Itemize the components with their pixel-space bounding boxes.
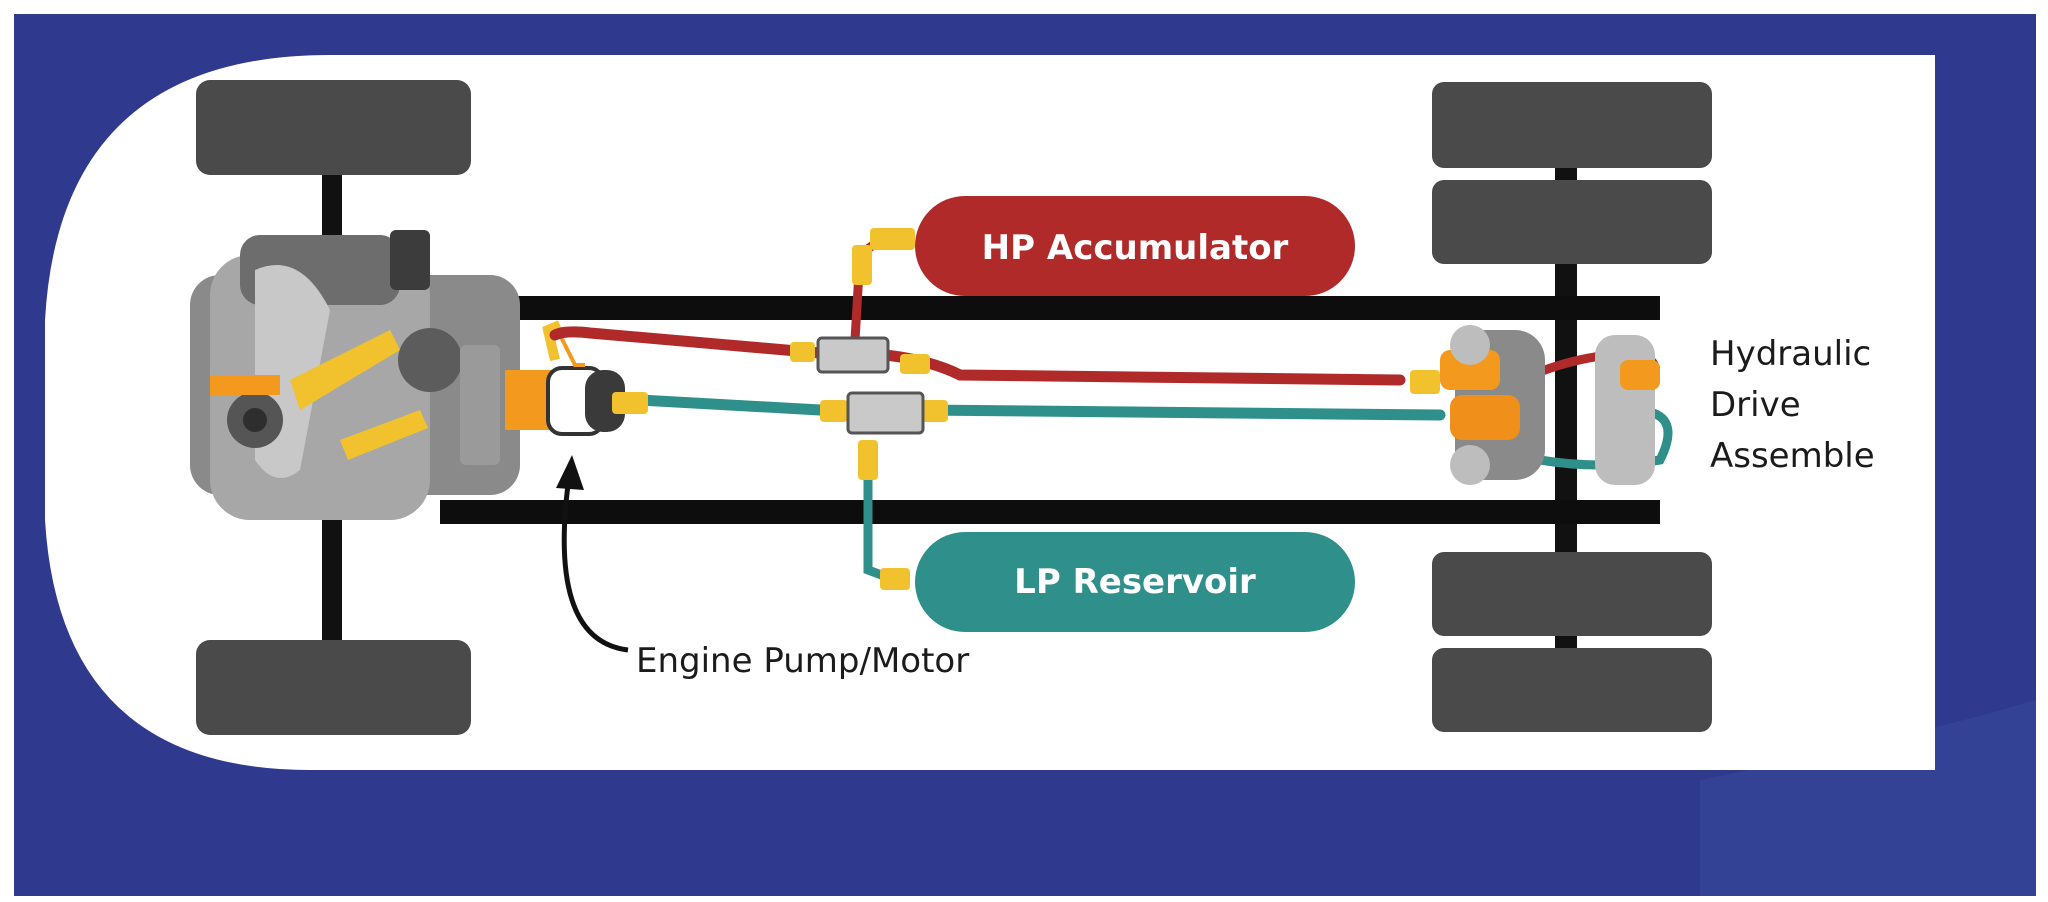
background-swoosh xyxy=(1700,700,2036,896)
callout-arrowhead-icon xyxy=(556,455,584,490)
lp-valve-block xyxy=(846,391,925,435)
lp-fittings xyxy=(612,392,948,590)
lp-reservoir: LP Reservoir xyxy=(915,532,1355,632)
hydraulic-drive-assembly xyxy=(1440,325,1660,485)
hydraulic-drive-label-line1: Hydraulic xyxy=(1710,334,1871,374)
rear-right-outer-tire xyxy=(1432,648,1712,732)
lp-hydraulic-line xyxy=(634,394,1673,585)
engine-pump-motor xyxy=(505,320,625,436)
lp-reservoir-label: LP Reservoir xyxy=(1014,562,1256,602)
front-right-tire xyxy=(196,640,471,735)
engine-pump-motor-label: Engine Pump/Motor xyxy=(636,641,969,681)
rear-left-outer-tire xyxy=(1432,82,1712,168)
rear-axle xyxy=(1555,160,1577,660)
hydraulic-drive-label-line2: Drive xyxy=(1710,385,1801,425)
frame-rail-top xyxy=(430,296,1660,320)
rear-left-inner-tire xyxy=(1432,180,1712,264)
hp-fittings xyxy=(790,228,1440,394)
hp-valve-block xyxy=(816,336,890,374)
rear-right-inner-tire xyxy=(1432,552,1712,636)
hp-accumulator: HP Accumulator xyxy=(915,196,1355,296)
engine xyxy=(190,230,520,520)
hydraulic-drive-label-line3: Assemble xyxy=(1710,436,1875,476)
frame-rail-bottom xyxy=(440,500,1660,524)
hp-accumulator-label: HP Accumulator xyxy=(982,228,1289,268)
engine-pump-callout-arrow xyxy=(561,469,629,653)
front-left-tire xyxy=(196,80,471,175)
